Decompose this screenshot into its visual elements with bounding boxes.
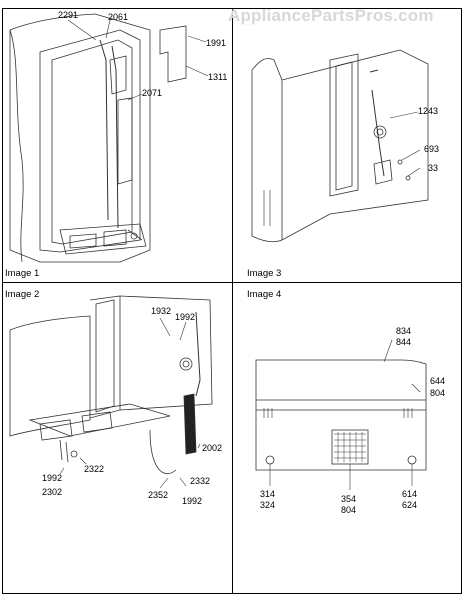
callout-2071: 2071 (142, 88, 163, 98)
callout-624: 624 (402, 500, 418, 510)
callout-1991: 1991 (206, 38, 227, 48)
callout-1932: 1932 (151, 306, 172, 316)
panel-divider-horizontal (2, 282, 462, 283)
callout-693: 693 (424, 144, 440, 154)
watermark-text: AppliancePartsPros.com (228, 6, 434, 25)
callout-314: 314 (260, 489, 276, 499)
callout-33: 33 (428, 163, 439, 173)
image4-caption: Image 4 (247, 289, 282, 300)
image3-caption: Image 3 (247, 268, 282, 279)
callout-644: 644 (430, 376, 446, 386)
callout-1311: 1311 (208, 72, 228, 82)
image1-drawing (9, 13, 209, 263)
image1-caption: Image 1 (5, 268, 40, 279)
callout-2291: 2291 (58, 10, 79, 20)
callout-804-bottom: 804 (341, 505, 357, 515)
image3-drawing (251, 49, 429, 243)
image2-drawing (9, 295, 213, 489)
callout-2332: 2332 (190, 476, 211, 486)
image2-caption: Image 2 (5, 289, 40, 300)
callout-2322: 2322 (84, 464, 105, 474)
callout-614: 614 (402, 489, 418, 499)
callout-2002: 2002 (202, 443, 223, 453)
callout-2302: 2302 (42, 487, 63, 497)
callout-1243: 1243 (418, 106, 439, 116)
image4-drawing (255, 339, 427, 490)
callout-2061: 2061 (108, 12, 129, 22)
callout-804-right: 804 (430, 388, 446, 398)
callout-324: 324 (260, 500, 276, 510)
callout-1992-top: 1992 (175, 312, 196, 322)
panel-divider-vertical (232, 8, 233, 594)
callout-844: 844 (396, 337, 412, 347)
callout-2352: 2352 (148, 490, 169, 500)
callout-354: 354 (341, 494, 357, 504)
callout-1992-left: 1992 (42, 473, 63, 483)
callout-834: 834 (396, 326, 412, 336)
callout-1992-right: 1992 (182, 496, 203, 506)
